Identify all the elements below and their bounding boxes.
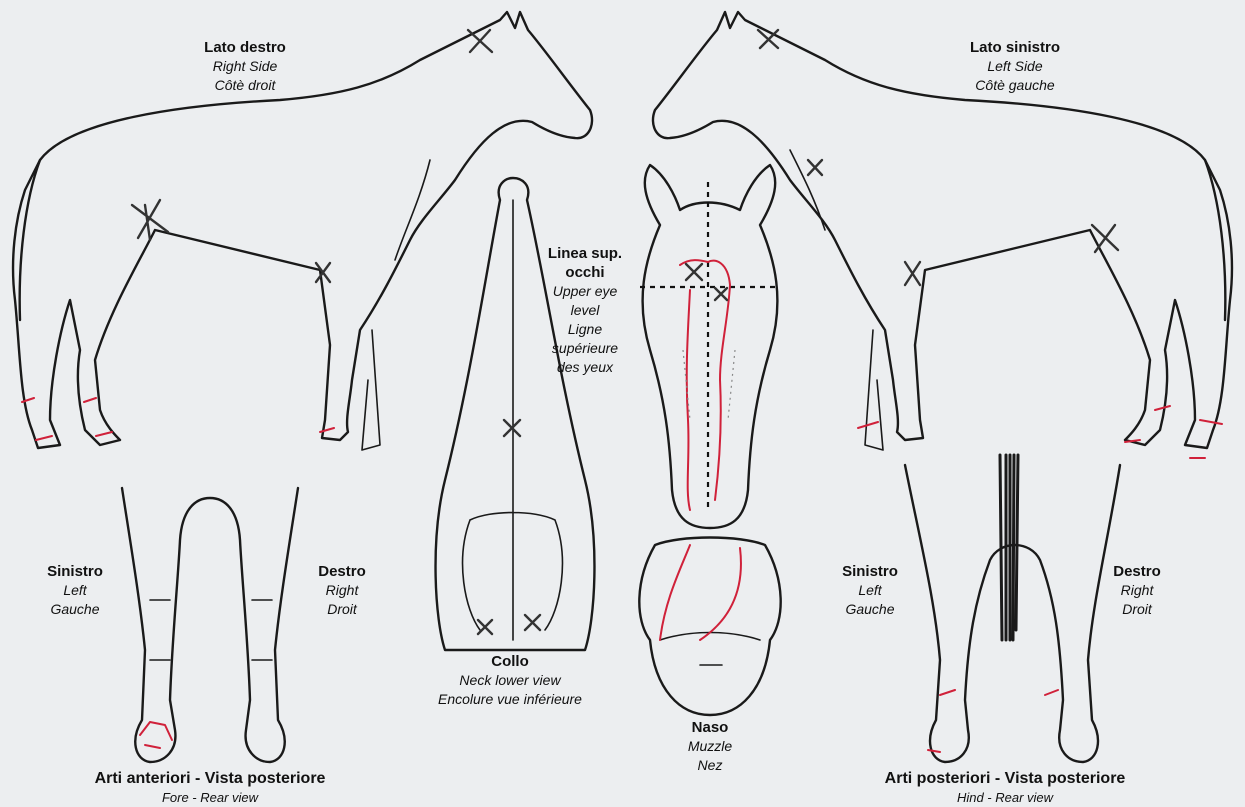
right-horse-poll-mark [468,30,492,52]
right-side-label: Lato destro Right Side Côtè droit [180,38,310,95]
eye-line-en2: level [530,301,640,320]
left-horse-far-foreleg [865,330,883,450]
hind-left-fr: Gauche [820,600,920,619]
fore-left-it: Sinistro [25,562,125,581]
neck-it: Collo [415,652,605,671]
forelimbs-label: Arti anteriori - Vista posteriore Fore -… [50,769,370,807]
hind-right-en: Right [1087,581,1187,600]
right-side-en: Right Side [180,57,310,76]
hindlimbs-en: Hind - Rear view [840,788,1170,807]
hind-right-fr: Droit [1087,600,1187,619]
forelimbs-it: Arti anteriori - Vista posteriore [50,769,370,788]
hind-left-en: Left [820,581,920,600]
left-side-en: Left Side [945,57,1085,76]
eye-line-fr2: supérieure [530,339,640,358]
left-side-fr: Côtè gauche [945,76,1085,95]
left-side-horse [653,12,1232,458]
neck-en: Neck lower view [415,671,605,690]
head-outline [643,165,778,528]
muzzle-en: Muzzle [660,737,760,756]
hind-left-label: Sinistro Left Gauche [820,562,920,619]
fore-right-label: Destro Right Droit [292,562,392,619]
muzzle-lip-lines [660,633,760,666]
right-horse-elbow-mark [316,263,330,282]
left-side-it: Lato sinistro [945,38,1085,57]
eye-line-en1: Upper eye [530,282,640,301]
muzzle-label: Naso Muzzle Nez [660,718,760,775]
head-front-view [640,165,780,528]
hindlimbs-label: Arti posteriori - Vista posteriore Hind … [840,769,1170,807]
hind-right-it: Destro [1087,562,1187,581]
neck-center-mark [504,420,520,436]
hind-right-label: Destro Right Droit [1087,562,1187,619]
left-horse-leg-markings [858,406,1222,458]
fore-right-it: Destro [292,562,392,581]
right-horse-flank-mark [132,200,168,240]
fore-left-fr: Gauche [25,600,125,619]
right-side-fr: Côtè droit [180,76,310,95]
forelimbs-outline [122,488,298,762]
eye-line-it2: occhi [530,263,640,282]
fore-right-en: Right [292,581,392,600]
left-side-label: Lato sinistro Left Side Côtè gauche [945,38,1085,95]
fore-left-en: Left [25,581,125,600]
forelimbs-rear-view [122,488,298,762]
muzzle-fr: Nez [660,756,760,775]
neck-fr: Encolure vue inférieure [415,690,605,709]
fore-right-fr: Droit [292,600,392,619]
forelimb-left-marking [140,722,172,748]
eye-line-it1: Linea sup. [530,244,640,263]
muzzle-it: Naso [660,718,760,737]
right-horse-far-foreleg [362,330,380,450]
left-horse-tail [1205,160,1225,320]
muzzle-outline [639,538,780,716]
hindlimbs-it: Arti posteriori - Vista posteriore [840,769,1170,788]
right-horse-tail [20,160,40,320]
neck-label: Collo Neck lower view Encolure vue infér… [415,652,605,709]
forelimbs-joints [150,600,272,660]
left-horse-flank-mark [1092,225,1118,252]
muzzle-marking [660,545,741,640]
left-horse-outline [653,12,1232,448]
neck-base-marks [478,615,540,634]
head-blaze-marking [680,260,730,510]
eye-line-label: Linea sup. occhi Upper eye level Ligne s… [530,244,640,377]
muzzle-view [639,538,780,716]
right-horse-shoulder [395,160,430,260]
eye-line-fr3: des yeux [530,358,640,377]
left-horse-neck-mark [808,160,822,175]
fore-left-label: Sinistro Left Gauche [25,562,125,619]
eye-line-fr1: Ligne [530,320,640,339]
right-horse-leg-markings [22,398,334,440]
forelimbs-en: Fore - Rear view [50,788,370,807]
right-side-it: Lato destro [180,38,310,57]
hind-left-it: Sinistro [820,562,920,581]
left-horse-elbow-mark [905,262,920,285]
hindlimbs-markings [928,690,1058,752]
head-whorl-marks [686,264,727,300]
